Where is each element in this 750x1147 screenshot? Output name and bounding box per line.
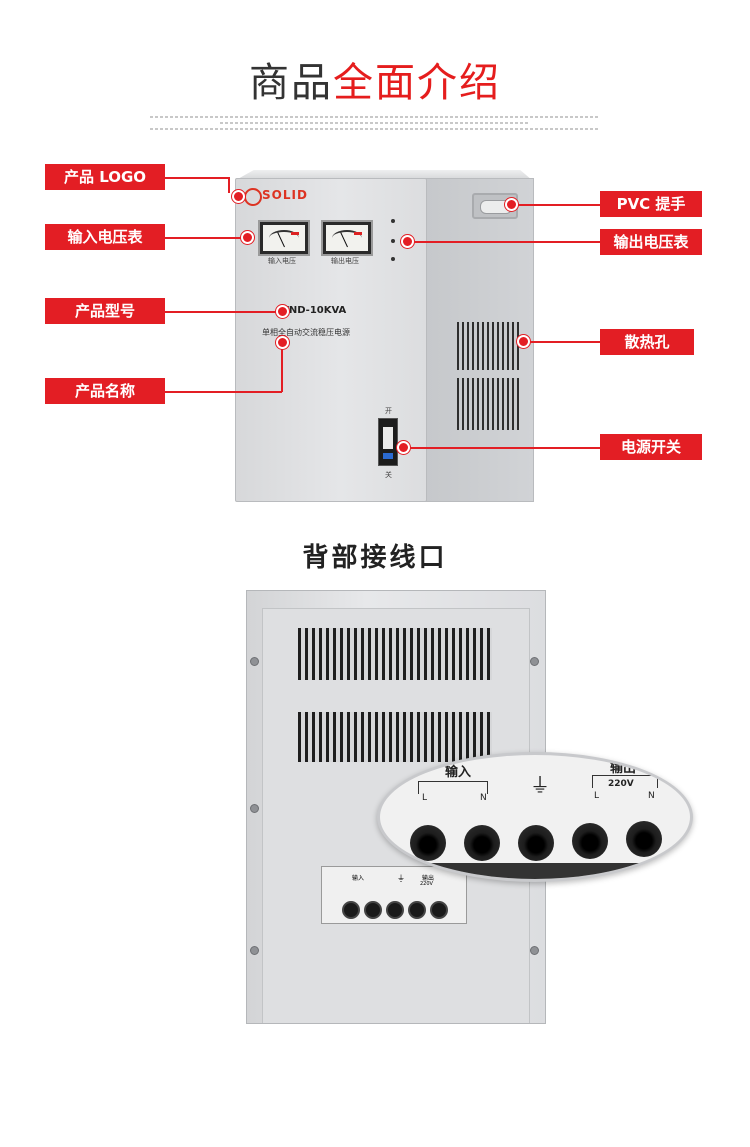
label-output-meter: 输出电压表 <box>600 229 702 255</box>
label-handle: PVC 提手 <box>600 191 702 217</box>
subtitle-decor-line <box>150 116 600 118</box>
connector-line <box>524 341 600 343</box>
zoom-output-l: L <box>594 791 600 801</box>
label-product-name: 产品名称 <box>45 378 165 404</box>
switch-off-label: 关 <box>385 471 392 479</box>
connector-line <box>512 204 600 206</box>
zoom-input-l: L <box>422 793 428 803</box>
output-voltmeter <box>321 220 373 256</box>
zoom-socket[interactable] <box>464 825 500 861</box>
zoom-socket[interactable] <box>626 821 662 857</box>
subtitle-decor-line <box>150 128 600 130</box>
screw-icon <box>250 657 259 666</box>
title-red-part: 全面介绍 <box>333 60 501 106</box>
status-led <box>391 257 395 261</box>
connector-line <box>165 177 229 179</box>
switch-on-label: 开 <box>385 407 392 415</box>
connector-line <box>408 241 600 243</box>
page-title: 商品全面介绍 <box>0 58 750 108</box>
label-power-switch: 电源开关 <box>600 434 702 460</box>
callout-dot <box>276 305 289 318</box>
label-vent: 散热孔 <box>600 329 694 355</box>
connector-line <box>165 237 243 239</box>
connector-line <box>404 447 600 449</box>
brand-name: SOLID <box>262 188 308 202</box>
zoom-output-voltage: 220V <box>608 779 634 789</box>
terminal-zoom-view: 输入 L N ⏚ 输出 220V L N <box>377 752 693 882</box>
zoom-panel-edge <box>380 863 690 879</box>
zoom-socket[interactable] <box>410 825 446 861</box>
label-logo: 产品 LOGO <box>45 164 165 190</box>
zoom-input-bracket <box>418 781 488 794</box>
callout-dot <box>505 198 518 211</box>
status-led <box>391 239 395 243</box>
callout-dot <box>517 335 530 348</box>
zoom-socket[interactable] <box>518 825 554 861</box>
subtitle-decor-line <box>220 122 530 124</box>
zoom-socket[interactable] <box>572 823 608 859</box>
callout-dot <box>397 441 410 454</box>
output-voltmeter-label: 输出电压 <box>331 257 359 265</box>
label-model: 产品型号 <box>45 298 165 324</box>
zoom-output-bracket <box>592 775 658 788</box>
callout-dot <box>276 336 289 349</box>
terminal-socket[interactable] <box>386 901 404 919</box>
screw-icon <box>250 946 259 955</box>
terminal-socket[interactable] <box>430 901 448 919</box>
screw-icon <box>530 946 539 955</box>
terminal-socket[interactable] <box>364 901 382 919</box>
product-name-text: 单相全自动交流稳压电源 <box>262 328 350 337</box>
title-gray-part: 商品 <box>249 60 333 106</box>
zoom-output-n: N <box>648 791 655 801</box>
rear-vent-lower <box>298 712 492 762</box>
rear-vent-upper <box>298 628 492 680</box>
screw-icon <box>250 804 259 813</box>
screw-icon <box>530 657 539 666</box>
side-vent-lower <box>457 378 519 430</box>
zoom-ground-icon: ⏚ <box>530 773 550 797</box>
power-switch[interactable] <box>378 418 398 466</box>
input-voltmeter-label: 输入电压 <box>268 257 296 265</box>
terminal-input-label-small: 输入 <box>352 875 365 882</box>
connector-line <box>165 311 277 313</box>
connector-line <box>165 391 282 393</box>
terminal-socket[interactable] <box>408 901 426 919</box>
callout-dot <box>241 231 254 244</box>
connector-line <box>228 177 230 193</box>
connector-line <box>281 345 283 392</box>
terminal-socket[interactable] <box>342 901 360 919</box>
label-input-meter: 输入电压表 <box>45 224 165 250</box>
callout-dot <box>401 235 414 248</box>
terminal-voltage-small: 220V <box>420 881 433 887</box>
callout-dot <box>232 190 245 203</box>
status-led <box>391 219 395 223</box>
brand-logo-icon <box>244 188 262 206</box>
zoom-input-label: 输入 <box>445 765 472 780</box>
model-text: TND-10KVA <box>282 305 347 316</box>
device-top-face <box>236 170 532 180</box>
input-voltmeter <box>258 220 310 256</box>
section-title-rear: 背部接线口 <box>302 543 448 573</box>
zoom-output-label: 输出 <box>610 761 637 776</box>
zoom-input-n: N <box>480 793 487 803</box>
side-vent-upper <box>457 322 519 370</box>
